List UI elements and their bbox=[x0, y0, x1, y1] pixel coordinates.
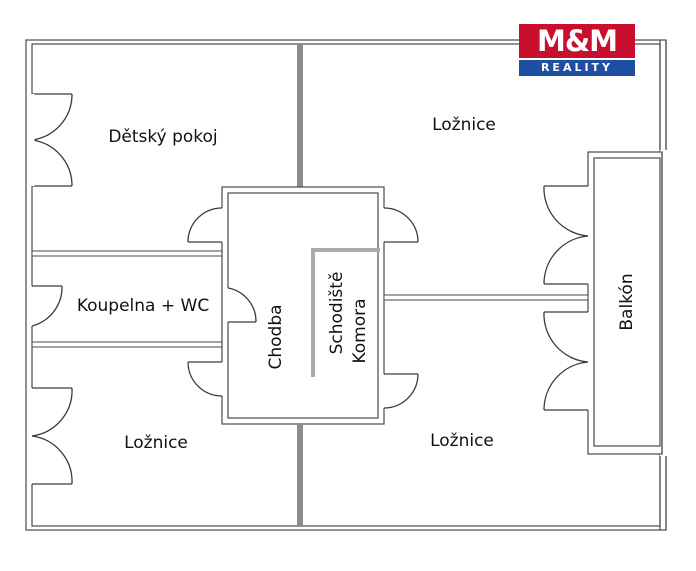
label-schodiste: Schodiště bbox=[327, 272, 347, 355]
door-loznice-bl-chodba bbox=[187, 361, 225, 397]
label-komora: Komora bbox=[350, 298, 370, 363]
label-balkon: Balkón bbox=[617, 273, 637, 330]
window-koupelna bbox=[29, 285, 63, 327]
logo-tagline-text: REALITY bbox=[519, 60, 635, 76]
door-detsky-left bbox=[29, 93, 73, 187]
door-loznice-top-balkon bbox=[543, 185, 591, 285]
label-koupelna: Koupelna + WC bbox=[77, 296, 209, 316]
label-loznice-bottom-left: Ložnice bbox=[124, 433, 188, 453]
label-loznice-bottom-right: Ložnice bbox=[430, 431, 494, 451]
door-loznice-bl-left bbox=[29, 387, 73, 485]
interior-walls bbox=[31, 44, 589, 526]
door-loznice-top-chodba bbox=[381, 207, 419, 243]
door-koupelna-chodba bbox=[225, 287, 257, 323]
door-detsky-chodba bbox=[187, 207, 225, 243]
logo-brand-text: M&M bbox=[519, 24, 635, 58]
door-loznice-br-chodba bbox=[381, 373, 419, 409]
balcony-walls bbox=[587, 151, 663, 455]
doors bbox=[29, 93, 591, 485]
room-labels: Dětský pokoj Ložnice Koupelna + WC Chodb… bbox=[77, 115, 637, 453]
door-loznice-br-balkon bbox=[543, 311, 591, 411]
label-chodba: Chodba bbox=[266, 304, 286, 369]
label-detsky-pokoj: Dětský pokoj bbox=[108, 127, 217, 147]
label-loznice-top: Ložnice bbox=[432, 115, 496, 135]
brand-logo: M&M REALITY bbox=[519, 24, 635, 78]
outer-walls bbox=[25, 39, 670, 531]
